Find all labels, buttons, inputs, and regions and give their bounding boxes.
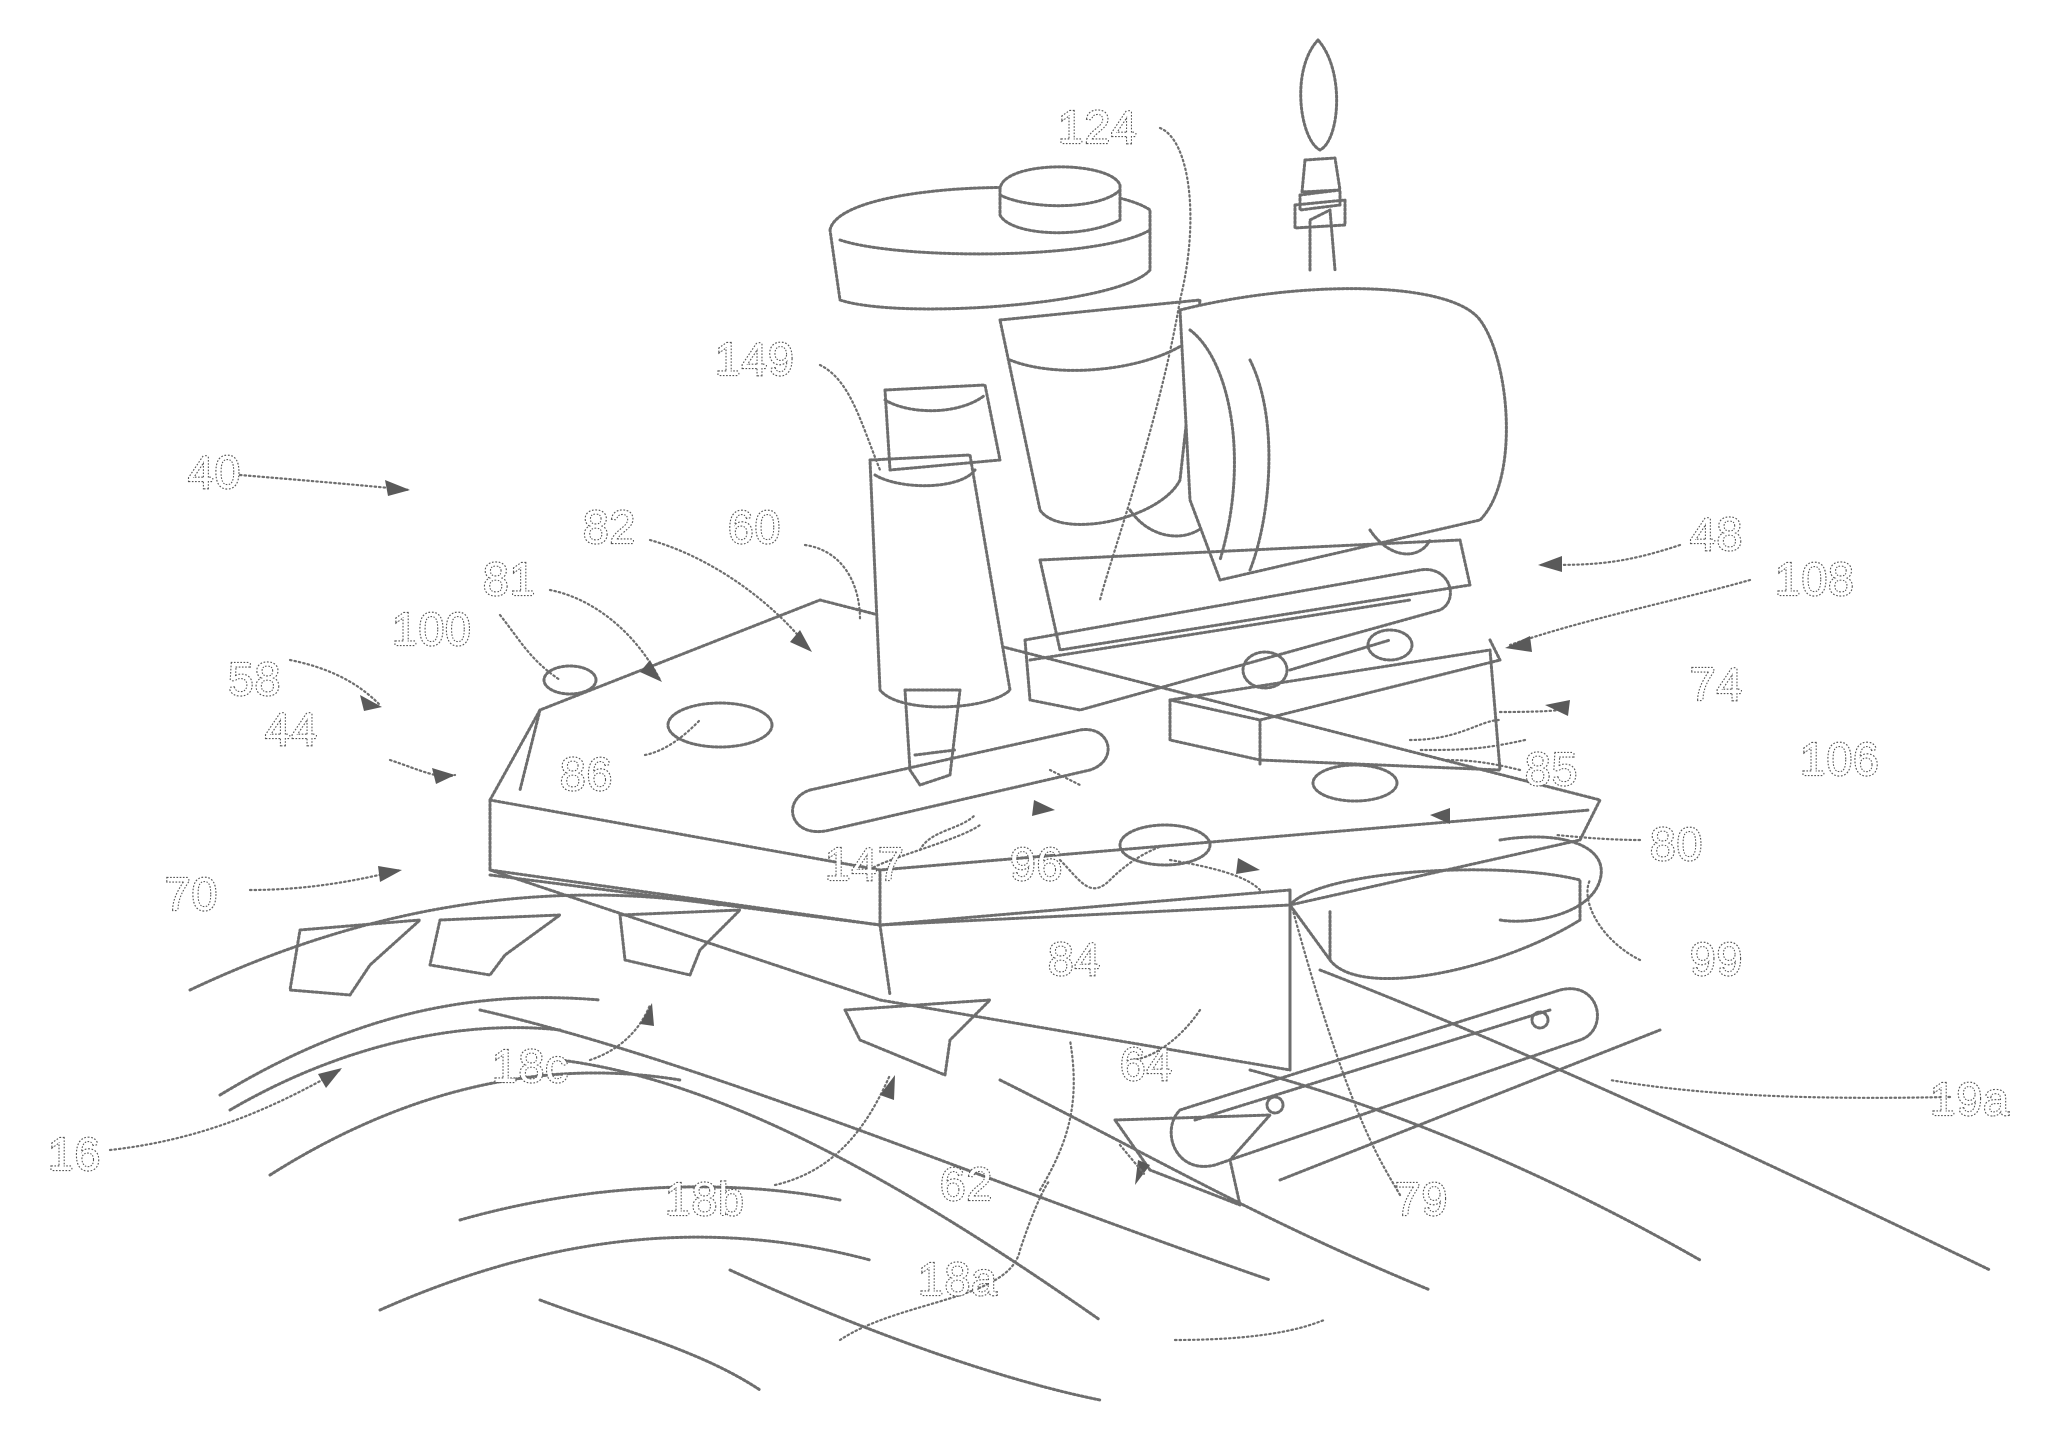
label-84: 84	[1048, 933, 1101, 985]
label-100: 100	[392, 603, 472, 655]
label-80: 80	[1650, 818, 1703, 870]
label-64: 64	[1120, 1038, 1173, 1090]
label-40: 40	[188, 446, 241, 498]
label-48: 48	[1690, 508, 1743, 560]
carriage-block	[1170, 630, 1500, 770]
label-106: 106	[1800, 733, 1880, 785]
label-70: 70	[165, 868, 218, 920]
label-82: 82	[583, 501, 636, 553]
label-62: 62	[940, 1158, 993, 1210]
label-85: 85	[1525, 743, 1578, 795]
label-147: 147	[825, 838, 905, 890]
label-58: 58	[228, 653, 281, 705]
label-19a: 19a	[1930, 1073, 2010, 1125]
label-18b: 18b	[665, 1173, 745, 1225]
label-16: 16	[48, 1128, 101, 1180]
label-74: 74	[1690, 658, 1743, 710]
label-81: 81	[483, 553, 536, 605]
label-60: 60	[728, 501, 781, 553]
leader-lines	[110, 128, 1950, 1340]
label-96: 96	[1010, 838, 1063, 890]
guide-rail	[1171, 989, 1660, 1180]
label-18a: 18a	[918, 1253, 998, 1305]
base-lower-block	[490, 870, 1580, 1070]
label-99: 99	[1690, 933, 1743, 985]
label-79: 79	[1395, 1173, 1448, 1225]
label-44: 44	[265, 703, 318, 755]
label-18c: 18c	[492, 1040, 569, 1092]
drill-column	[870, 385, 1010, 785]
label-124: 124	[1058, 101, 1138, 153]
label-108: 108	[1775, 553, 1855, 605]
label-86: 86	[560, 748, 613, 800]
label-149: 149	[715, 333, 795, 385]
